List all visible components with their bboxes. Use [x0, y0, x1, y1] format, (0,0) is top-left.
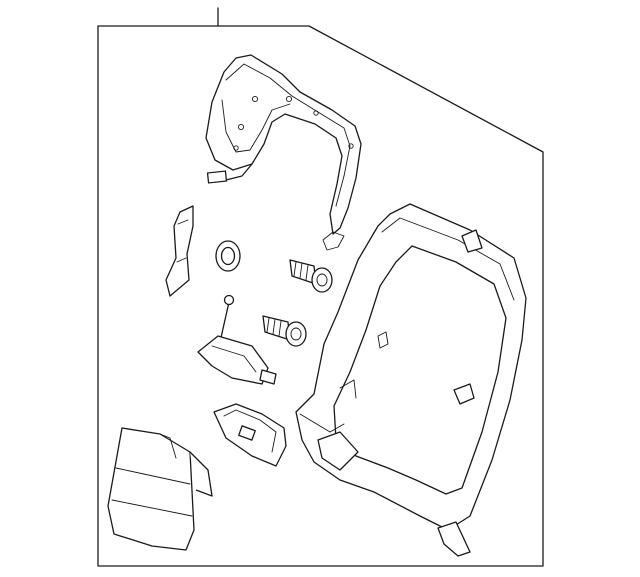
clip-part [213, 403, 287, 467]
lever-part [197, 294, 277, 385]
washer-part [215, 240, 241, 272]
bolt-part-2 [262, 315, 307, 347]
seatback-frame-part [295, 203, 527, 557]
bolt-part-1 [289, 259, 333, 293]
assembly-border [97, 7, 544, 567]
side-panel-part [107, 427, 213, 551]
upper-frame-part [205, 54, 362, 251]
bracket-part [165, 205, 194, 297]
